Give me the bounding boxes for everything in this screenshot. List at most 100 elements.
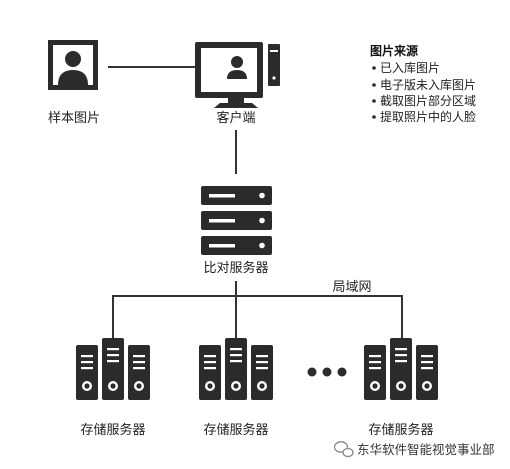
server-tower (128, 345, 150, 400)
person-head (65, 51, 81, 67)
server-tower-icon (199, 338, 273, 400)
monitor-base (214, 103, 258, 108)
drive-bay-line (81, 367, 93, 370)
drive-bay-line (107, 348, 119, 351)
tower-body (251, 345, 273, 400)
tower-body (364, 345, 386, 400)
drive-bay-line (256, 361, 268, 364)
desktop-computer-icon (195, 42, 280, 108)
ellipsis-dot (322, 367, 332, 377)
compare-server-label: 比对服务器 (203, 260, 268, 276)
screen-person-head (231, 56, 243, 68)
server-unit-led (259, 242, 265, 249)
drive-bay-line (395, 354, 407, 357)
server-tower (76, 345, 98, 400)
storage-server-label: 存储服务器 (368, 422, 433, 438)
drive-bay-line (256, 355, 268, 358)
person-shoulders (58, 70, 88, 85)
legend-item: 电子版未入库图片 (380, 77, 476, 92)
server-unit-slot (209, 194, 235, 198)
drive-bay-line (369, 367, 381, 370)
watermark-text: 东华软件智能视觉事业部 (357, 442, 495, 457)
power-button-center (136, 383, 142, 389)
drive-bay-line (133, 367, 145, 370)
storage-server-label: 存储服务器 (203, 422, 268, 438)
tower-body (390, 338, 412, 400)
power-button-center (259, 383, 265, 389)
legend-bullet (372, 115, 376, 119)
wechat-bubble-small (342, 447, 354, 458)
drive-bay-line (133, 361, 145, 364)
storage-server-label: 存储服务器 (80, 422, 145, 438)
server-tower (251, 345, 273, 400)
legend-item: 截取图片部分区域 (380, 93, 476, 108)
ellipsis-dot (307, 367, 317, 377)
drive-bay-line (256, 367, 268, 370)
server-tower (364, 345, 386, 400)
legend-bullet (372, 99, 376, 103)
server-unit-led (259, 217, 265, 224)
monitor-screen (201, 48, 257, 92)
server-unit-slot (209, 219, 235, 223)
drive-bay-line (107, 354, 119, 357)
tower-body (128, 345, 150, 400)
pc-tower-led (272, 76, 276, 80)
ellipsis-dot (337, 367, 347, 377)
tower-body (199, 345, 221, 400)
drive-bay-line (204, 367, 216, 370)
legend-bullet (372, 66, 376, 70)
tower-body (76, 345, 98, 400)
drive-bay-line (421, 361, 433, 364)
drive-bay-line (107, 360, 119, 363)
server-tower (390, 338, 412, 400)
tower-body (102, 338, 124, 400)
drive-bay-line (230, 354, 242, 357)
drive-bay-line (421, 367, 433, 370)
server-unit (201, 211, 272, 230)
storage-servers (76, 338, 438, 400)
power-button-center (424, 383, 430, 389)
power-button-center (372, 383, 378, 389)
server-unit (201, 236, 272, 255)
server-tower (416, 345, 438, 400)
legend-bullet (372, 83, 376, 87)
pc-tower (268, 44, 280, 86)
portrait-photo-icon (48, 40, 98, 90)
screen-person-shoulders (227, 70, 247, 79)
drive-bay-line (230, 360, 242, 363)
power-button-center (233, 383, 239, 389)
drive-bay-line (204, 355, 216, 358)
network-label: 局域网 (332, 280, 371, 295)
drive-bay-line (421, 355, 433, 358)
server-tower-icon (364, 338, 438, 400)
server-tower (102, 338, 124, 400)
power-button-center (84, 383, 90, 389)
ellipsis-icon (307, 367, 347, 377)
server-tower (225, 338, 247, 400)
power-button-center (398, 383, 404, 389)
power-button-center (207, 383, 213, 389)
tower-body (225, 338, 247, 400)
tower-body (416, 345, 438, 400)
drive-bay-line (230, 348, 242, 351)
legend-item: 已入库图片 (380, 60, 440, 75)
client-label: 客户端 (216, 110, 255, 126)
legend-title: 图片来源 (370, 43, 418, 58)
monitor-neck (228, 98, 244, 103)
server-unit (201, 186, 272, 205)
drive-bay-line (369, 355, 381, 358)
watermark: 东华软件智能视觉事业部 (333, 441, 495, 458)
drive-bay-line (395, 348, 407, 351)
image-source-legend: 图片来源 已入库图片 电子版未入库图片 截取图片部分区域 提取照片中的人脸 (370, 43, 476, 124)
power-button-center (110, 383, 116, 389)
server-unit-led (259, 192, 265, 199)
drive-bay-line (369, 361, 381, 364)
drive-bay-line (81, 361, 93, 364)
drive-bay-line (81, 355, 93, 358)
wechat-icon (333, 441, 354, 458)
pc-tower-slot (270, 50, 278, 52)
drive-bay-line (133, 355, 145, 358)
legend-item: 提取照片中的人脸 (380, 109, 476, 124)
server-rack-icon (201, 186, 272, 255)
